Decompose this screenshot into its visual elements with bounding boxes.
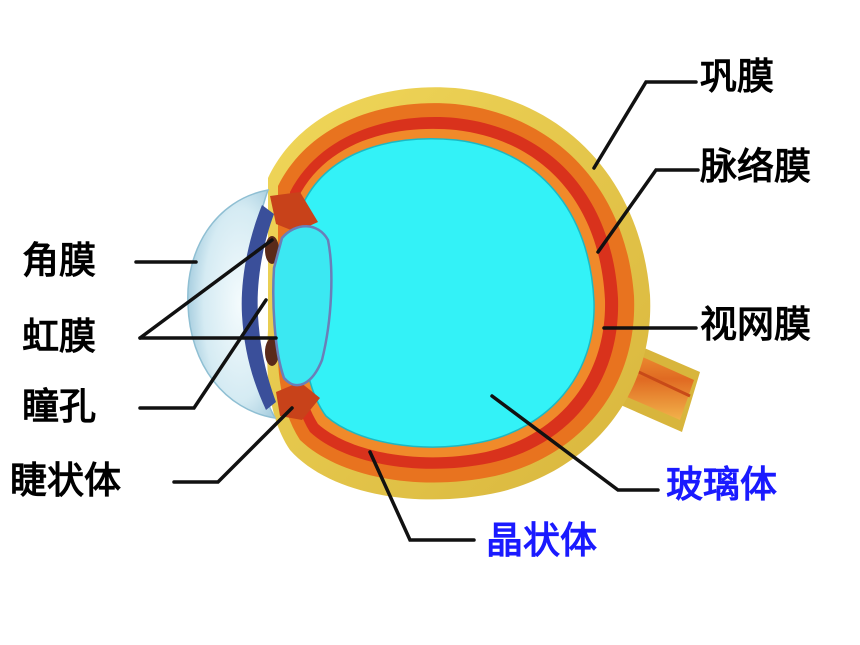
label-vitreous: 玻璃体 bbox=[666, 463, 777, 506]
leader-lines bbox=[134, 80, 700, 542]
vitreous-body bbox=[303, 138, 595, 448]
label-cornea: 角膜 bbox=[22, 239, 96, 282]
leader-line-iris-upper bbox=[138, 238, 274, 340]
leader-line-sclera bbox=[592, 80, 698, 170]
label-sclera: 巩膜 bbox=[700, 55, 774, 98]
lens-shape bbox=[272, 225, 333, 387]
label-lens: 晶状体 bbox=[486, 519, 597, 562]
ciliary-body-lower bbox=[276, 382, 320, 420]
leader-line-choroid bbox=[596, 168, 700, 254]
ciliary-body-upper bbox=[270, 192, 318, 232]
leader-line-ciliary bbox=[172, 406, 294, 484]
leader-line-vitreous bbox=[490, 394, 660, 492]
label-choroid: 脉络膜 bbox=[700, 145, 811, 188]
label-pupil: 瞳孔 bbox=[22, 385, 96, 428]
label-iris: 虹膜 bbox=[22, 315, 96, 358]
leader-line-pupil bbox=[138, 298, 268, 410]
label-ciliary-body: 睫状体 bbox=[10, 459, 121, 502]
leader-line-lens bbox=[368, 450, 476, 542]
label-retina: 视网膜 bbox=[700, 303, 811, 346]
